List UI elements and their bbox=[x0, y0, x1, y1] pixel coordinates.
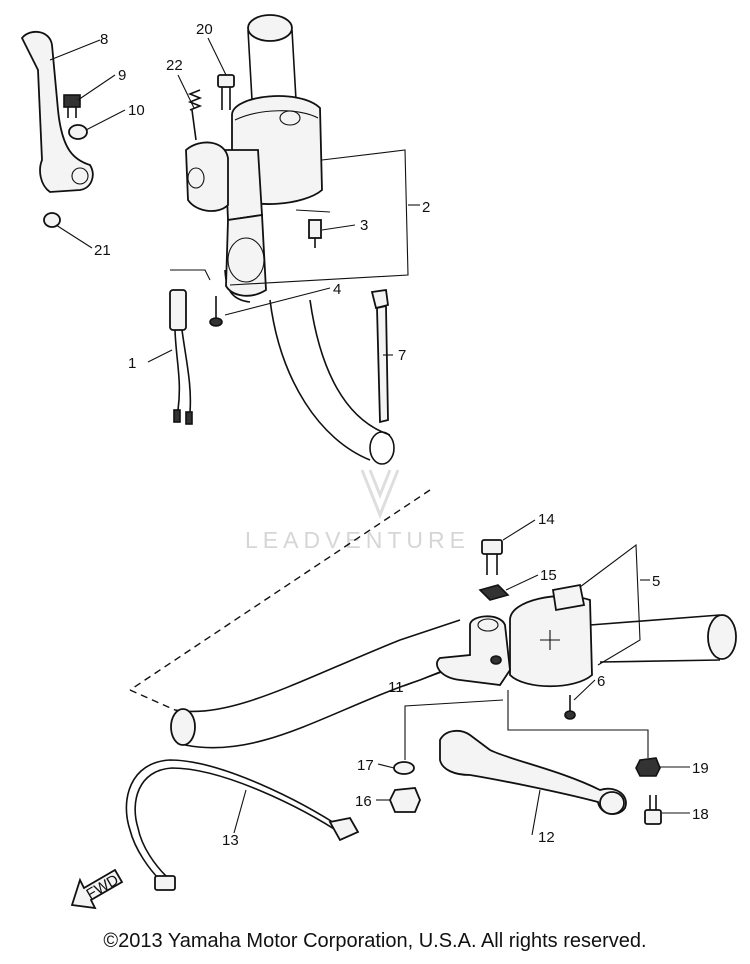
clutch-switch-13 bbox=[125, 759, 360, 891]
collar-17 bbox=[393, 761, 415, 775]
callout-11: 11 bbox=[388, 679, 404, 696]
callout-14: 14 bbox=[538, 511, 555, 528]
lever-holder-11 bbox=[436, 615, 511, 686]
callout-4: 4 bbox=[333, 281, 341, 298]
right-switch-housing bbox=[224, 95, 323, 297]
copyright-notice: ©2013 Yamaha Motor Corporation, U.S.A. A… bbox=[103, 930, 647, 952]
washer-15 bbox=[478, 584, 510, 601]
screw-20 bbox=[217, 74, 235, 110]
screw-6 bbox=[564, 695, 576, 720]
handlebar-upper bbox=[224, 269, 395, 465]
callout-9: 9 bbox=[118, 67, 126, 84]
master-cylinder bbox=[185, 141, 229, 212]
watermark-text: LEADVENTURE bbox=[245, 527, 470, 553]
callout-8: 8 bbox=[100, 31, 108, 48]
callout-17: 17 bbox=[357, 757, 374, 774]
stop-switch-1 bbox=[169, 289, 193, 425]
callout-7: 7 bbox=[398, 347, 406, 364]
callout-13: 13 bbox=[222, 832, 239, 849]
leader-lines bbox=[49, 37, 690, 836]
callout-18: 18 bbox=[692, 806, 709, 823]
callouts: 1 2 3 4 5 6 7 8 9 10 11 12 13 14 15 16 1… bbox=[94, 21, 709, 849]
cable-band-7 bbox=[370, 288, 389, 424]
callout-19: 19 bbox=[692, 760, 709, 777]
nut-19 bbox=[635, 757, 661, 777]
handlebar-lower bbox=[129, 489, 471, 749]
callout-16: 16 bbox=[355, 793, 372, 810]
fwd-arrow: FWD bbox=[70, 868, 124, 910]
watermark: LEADVENTURE bbox=[245, 469, 470, 553]
callout-12: 12 bbox=[538, 829, 555, 846]
collar-21 bbox=[43, 212, 61, 228]
callout-2: 2 bbox=[422, 199, 430, 216]
callout-3: 3 bbox=[360, 217, 368, 234]
spring-22 bbox=[187, 89, 203, 141]
brake-lever-8 bbox=[20, 30, 94, 193]
lever-nut-10 bbox=[68, 124, 88, 140]
left-switch-housing bbox=[509, 583, 593, 688]
lever-bolt-9 bbox=[63, 94, 81, 118]
screw-4 bbox=[209, 296, 223, 327]
bolt-14 bbox=[481, 539, 503, 575]
screw-3 bbox=[308, 219, 322, 248]
throttle-grip bbox=[247, 14, 297, 101]
callout-10: 10 bbox=[128, 102, 145, 119]
nut-16 bbox=[389, 787, 421, 813]
left-grip bbox=[589, 614, 737, 663]
clutch-lever-12 bbox=[439, 729, 627, 815]
callout-6: 6 bbox=[597, 673, 605, 690]
callout-20: 20 bbox=[196, 21, 213, 38]
callout-21: 21 bbox=[94, 242, 111, 259]
callout-15: 15 bbox=[540, 567, 557, 584]
callout-22: 22 bbox=[166, 57, 183, 74]
callout-1: 1 bbox=[128, 355, 136, 372]
callout-5: 5 bbox=[652, 573, 660, 590]
watermark-logo bbox=[360, 469, 400, 520]
bolt-18 bbox=[644, 795, 662, 825]
